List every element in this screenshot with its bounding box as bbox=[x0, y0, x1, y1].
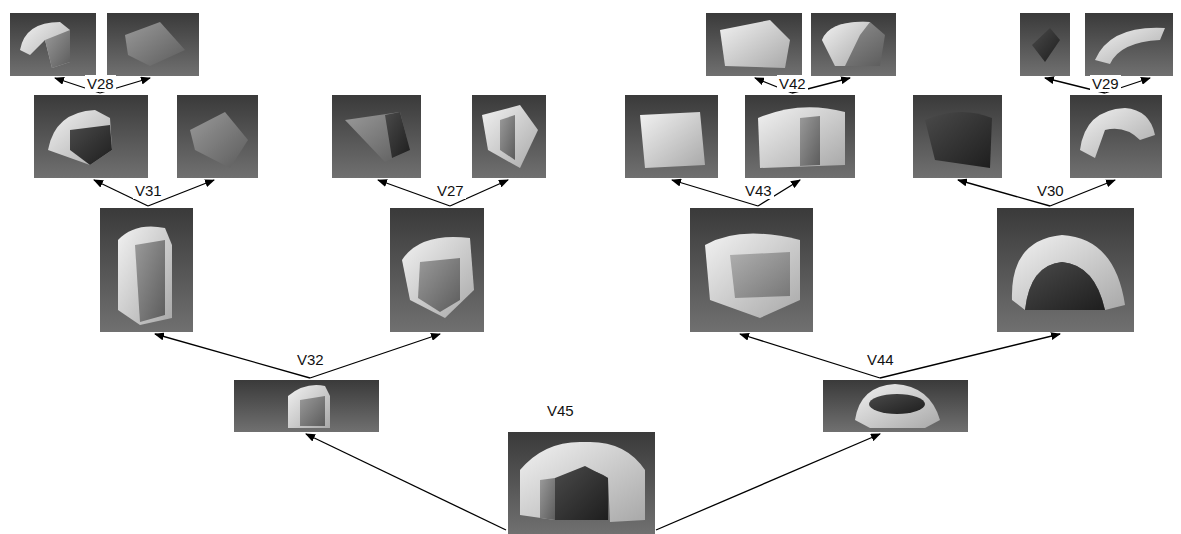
split-label: V31 bbox=[133, 182, 164, 199]
split-label: V42 bbox=[777, 75, 808, 92]
split-label: V45 bbox=[545, 402, 576, 419]
split-label: V43 bbox=[743, 182, 774, 199]
split-label: V44 bbox=[865, 351, 896, 368]
split-label: V32 bbox=[295, 351, 326, 368]
split-label: V29 bbox=[1090, 75, 1121, 92]
split-label: V28 bbox=[85, 75, 116, 92]
shape-thumbnail bbox=[10, 13, 1173, 534]
split-label: V27 bbox=[435, 182, 466, 199]
split-label: V30 bbox=[1035, 182, 1066, 199]
split-arrow bbox=[55, 78, 1150, 530]
